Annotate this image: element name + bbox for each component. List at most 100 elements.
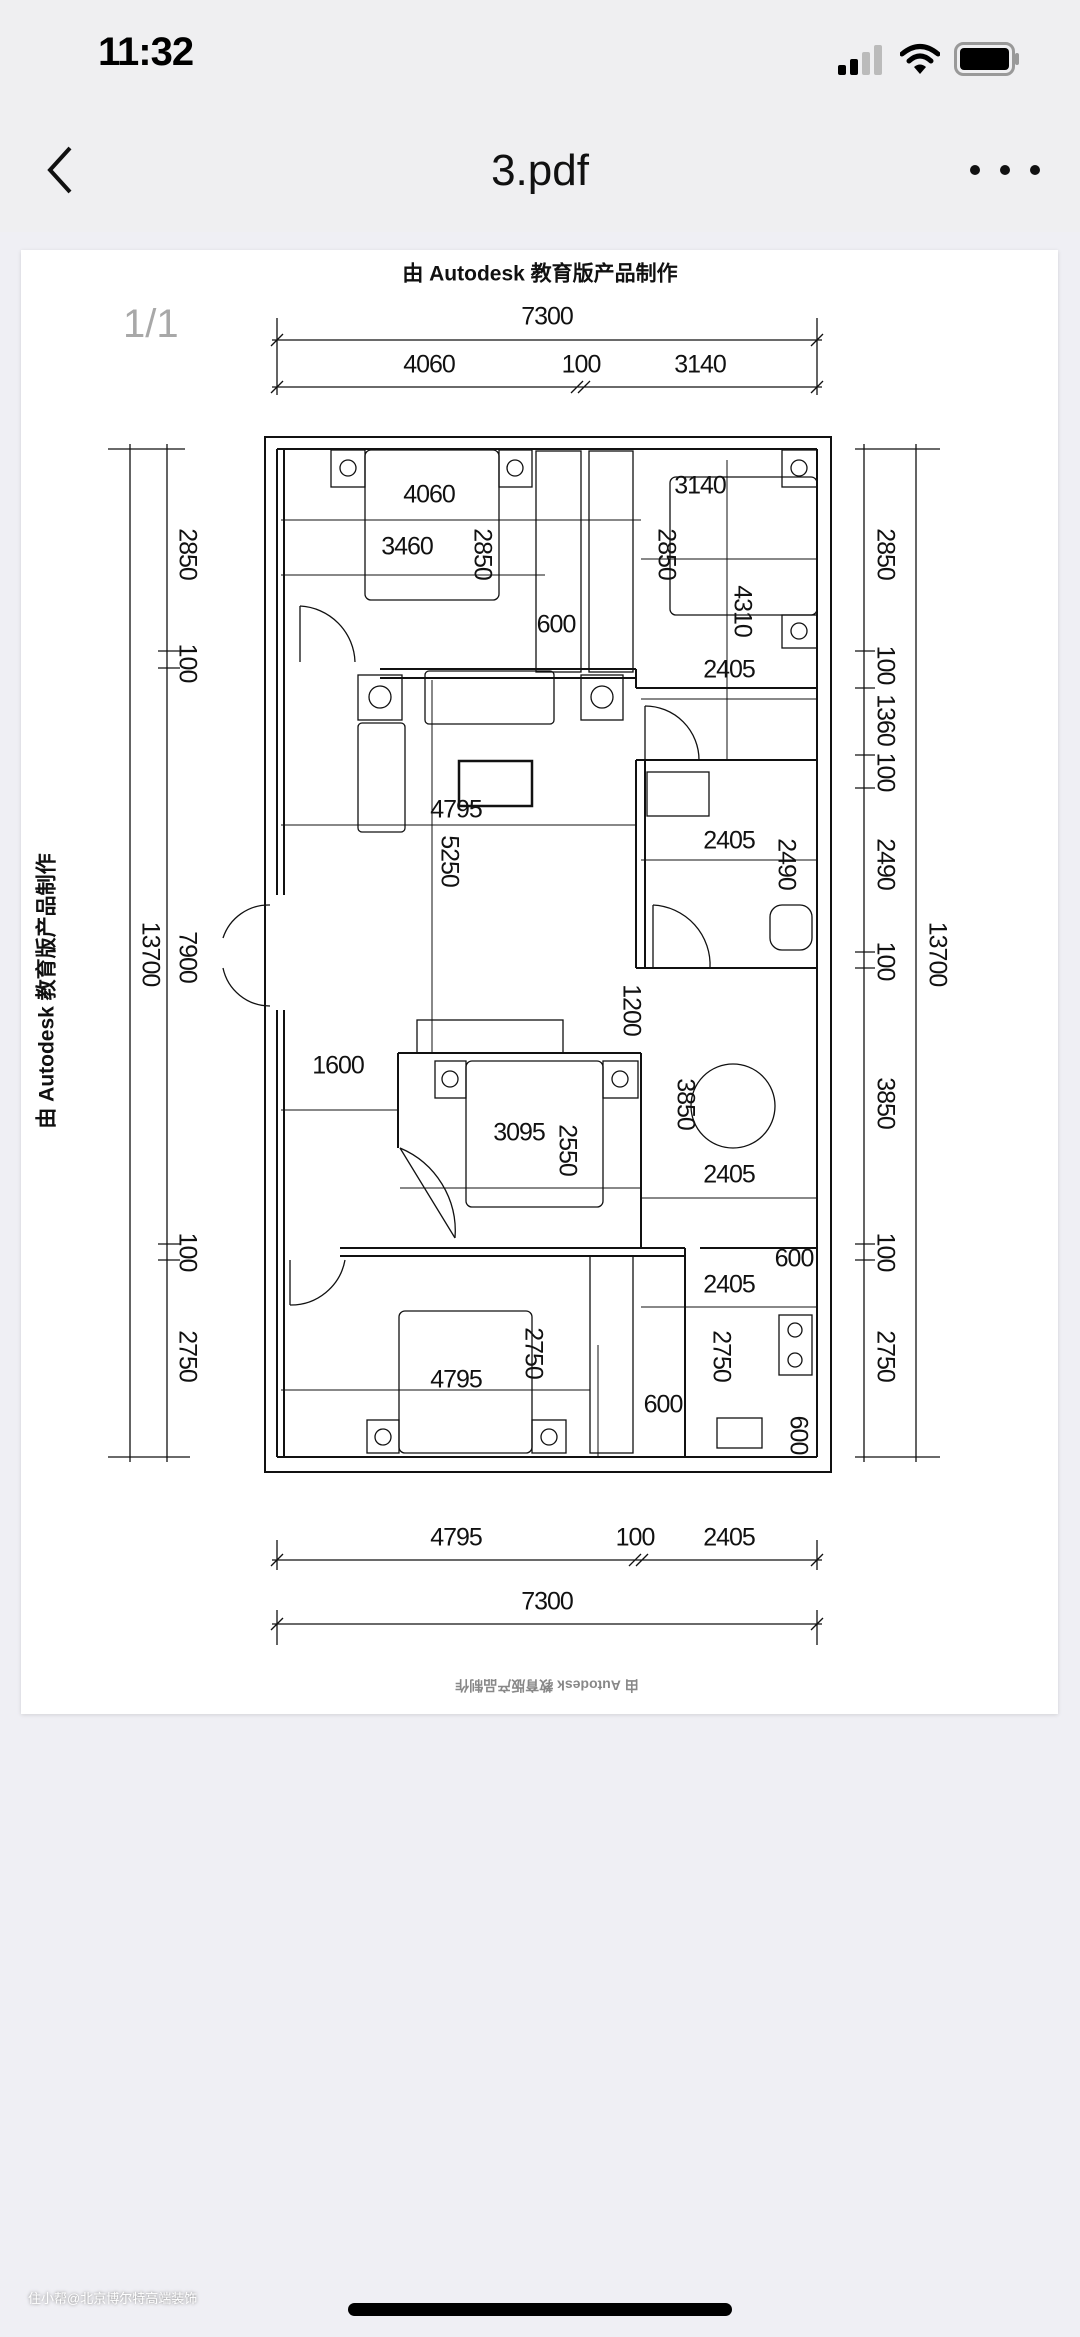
- stove: [778, 1314, 813, 1376]
- dimension-label: 7900: [173, 931, 201, 983]
- dining-table: [690, 1063, 776, 1149]
- dimension-label: 2750: [871, 1330, 899, 1382]
- home-indicator[interactable]: [348, 2303, 732, 2316]
- dimension-label: 2490: [772, 838, 800, 890]
- nightstand: [602, 1060, 639, 1099]
- nightstand: [498, 449, 533, 488]
- tv-cabinet: [416, 1019, 564, 1054]
- dimension-label: 3850: [671, 1078, 699, 1130]
- battery-icon: [954, 42, 1019, 76]
- dimension-label: 4795: [430, 1366, 482, 1394]
- sink: [646, 771, 710, 817]
- dimension-label: 4310: [728, 585, 756, 637]
- furniture: [330, 449, 818, 1454]
- signal-icon: [838, 45, 882, 75]
- sofa: [424, 670, 555, 725]
- chevron-left-icon: [47, 146, 72, 194]
- dimension-label: 100: [871, 753, 899, 792]
- walls: [264, 436, 832, 1473]
- status-icons: [838, 42, 1020, 76]
- drawing-header: 由 Autodesk 教育版产品制作: [402, 262, 677, 286]
- document-title: 3.pdf: [491, 146, 589, 195]
- dimension-label: 2850: [652, 528, 680, 580]
- dimension-label: 100: [173, 644, 201, 683]
- dimension-label: 600: [644, 1391, 683, 1419]
- dimension-label: 2405: [703, 1161, 755, 1189]
- more-dot-icon: [970, 165, 980, 175]
- dimension-label: 3140: [674, 472, 726, 500]
- interior-dimension-lines: [281, 460, 817, 1457]
- nightstand: [434, 1060, 467, 1099]
- drawing-footer-cut: 由 Autodesk 教育版产品制作: [455, 1677, 639, 1693]
- wifi-icon: [900, 44, 940, 74]
- status-bar: 11:32: [0, 0, 1080, 110]
- dimension-label: 100: [871, 646, 899, 685]
- dimension-label: 2550: [553, 1124, 581, 1176]
- page-indicator: 1/1: [123, 302, 179, 346]
- top-dimension-lines: [270, 318, 824, 395]
- wardrobe: [589, 1255, 634, 1454]
- dimension-label: 3095: [493, 1119, 545, 1147]
- dimension-label: 2850: [468, 528, 496, 580]
- dimension-label: 100: [616, 1524, 655, 1552]
- more-dot-icon: [1000, 165, 1010, 175]
- dimension-label: 600: [775, 1245, 814, 1273]
- more-dot-icon: [1030, 165, 1040, 175]
- dimension-label: 2405: [703, 656, 755, 684]
- bed: [398, 1310, 533, 1454]
- status-time: 11:32: [98, 30, 194, 74]
- dimension-label: 2405: [703, 1524, 755, 1552]
- dimension-label: 3140: [674, 351, 726, 379]
- dimension-label: 600: [784, 1416, 812, 1455]
- dimension-label: 2750: [173, 1330, 201, 1382]
- dimension-label: 7300: [521, 303, 573, 331]
- nightstand: [781, 614, 818, 649]
- watermark: 住小帮@北京博尔特高端装饰: [28, 2291, 198, 2306]
- dimension-label: 2850: [871, 528, 899, 580]
- wardrobe: [535, 450, 582, 673]
- dimension-label: 1600: [312, 1052, 364, 1080]
- dimension-label: 600: [537, 611, 576, 639]
- toilet: [769, 904, 813, 951]
- side-table: [580, 674, 624, 721]
- dimension-label: 13700: [136, 922, 164, 987]
- dimension-label: 3460: [381, 533, 433, 561]
- nightstand: [366, 1419, 400, 1454]
- dimension-label: 3850: [871, 1077, 899, 1129]
- nav-bar: 3.pdf: [0, 110, 1080, 232]
- side-table: [357, 674, 403, 721]
- dimension-label: 4795: [430, 796, 482, 824]
- side-sofa: [357, 722, 406, 833]
- left-dimension-lines: [108, 444, 190, 1462]
- dimension-label: 2850: [173, 528, 201, 580]
- nightstand: [330, 449, 366, 488]
- dimension-label: 2750: [519, 1327, 547, 1379]
- drawing-side-text: 由 Autodesk 教育版产品制作: [35, 853, 59, 1128]
- right-dimension-lines: [855, 444, 940, 1462]
- dimension-label: 100: [871, 942, 899, 981]
- bed: [465, 1060, 604, 1208]
- dimension-label: 100: [173, 1233, 201, 1272]
- dimension-label: 100: [562, 351, 601, 379]
- dimension-label: 13700: [923, 922, 951, 987]
- dimension-label: 1200: [617, 984, 645, 1036]
- back-button[interactable]: [40, 140, 90, 200]
- dimension-label: 1360: [871, 694, 899, 746]
- more-options-button[interactable]: [970, 150, 1040, 190]
- pdf-page[interactable]: [21, 250, 1058, 1714]
- dimension-label: 7300: [521, 1588, 573, 1616]
- bed: [364, 449, 500, 601]
- kitchen-sink: [716, 1417, 763, 1449]
- dimension-label: 4795: [430, 1524, 482, 1552]
- dimension-label: 2405: [703, 1271, 755, 1299]
- nightstand: [781, 449, 818, 488]
- dimension-label: 4060: [403, 351, 455, 379]
- nightstand: [531, 1419, 567, 1454]
- coffee-table: [457, 759, 534, 808]
- dimension-label: 2405: [703, 827, 755, 855]
- dimension-label: 100: [871, 1233, 899, 1272]
- dimension-label: 2750: [707, 1330, 735, 1382]
- bottom-dimension-lines: [270, 1540, 824, 1645]
- dimension-label: 5250: [435, 835, 463, 887]
